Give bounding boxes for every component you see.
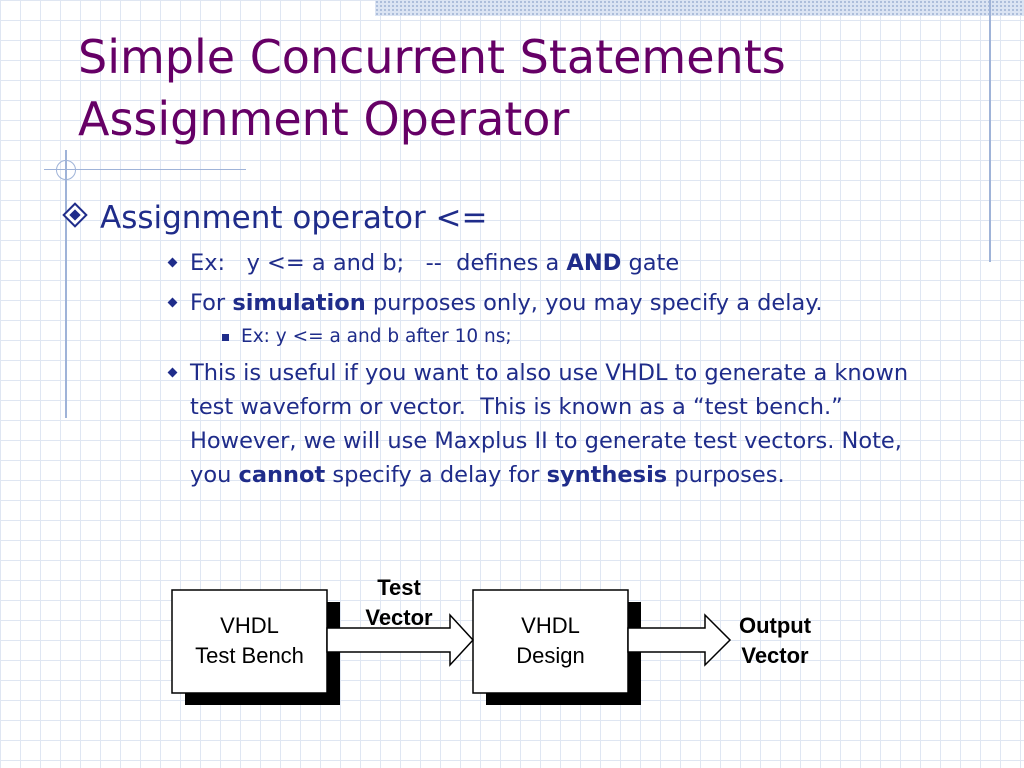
slide-body: Assignment operator <= Ex: y <= a and b;… xyxy=(62,196,1012,492)
arrow1-line-1: Test xyxy=(377,575,421,600)
slide-title: Simple Concurrent Statements Assignment … xyxy=(78,26,786,150)
box1-line-1: VHDL xyxy=(220,613,279,638)
title-line-2: Assignment Operator xyxy=(78,92,570,146)
arrow2-line-2: Vector xyxy=(741,643,809,668)
note-line-2: test waveform or vector. This is known a… xyxy=(190,394,843,420)
left-guide-line xyxy=(65,150,67,418)
bullet-text: Ex: y <= a and b; -- defines a xyxy=(190,250,567,276)
bullet-example: Ex: y <= a and b; -- defines a AND gate xyxy=(62,246,1012,280)
bold-text: simulation xyxy=(232,290,366,316)
arrow1-label: Test Vector xyxy=(340,573,458,633)
title-line-1: Simple Concurrent Statements xyxy=(78,30,786,84)
box-vhdl-design xyxy=(472,589,629,694)
arrow-output-vector xyxy=(627,613,732,667)
note-line-1: This is useful if you want to also use V… xyxy=(190,360,909,386)
bold-text: cannot xyxy=(238,462,326,488)
box-vhdl-test-bench xyxy=(171,589,328,694)
bullet-text: For xyxy=(190,290,233,316)
bullet-text: Ex: y <= a and b after 10 ns; xyxy=(241,326,512,347)
box2-line-2: Design xyxy=(516,643,585,668)
arrow1-line-2: Vector xyxy=(365,605,433,630)
bullet-text: Assignment operator <= xyxy=(100,200,488,236)
bullet-text: purposes only, you may specify a delay. xyxy=(365,290,823,316)
box1-label: VHDL Test Bench xyxy=(172,611,327,671)
bold-text: AND xyxy=(566,250,622,276)
bullet-text: purposes. xyxy=(667,462,785,488)
bullet-sim-example: Ex: y <= a and b after 10 ns; xyxy=(62,322,1012,352)
arrow-test-vector xyxy=(326,613,475,667)
bullet-text: you xyxy=(190,462,239,488)
bold-text: synthesis xyxy=(546,462,668,488)
bullet-test-bench-note: This is useful if you want to also use V… xyxy=(62,356,1012,492)
box2-line-1: VHDL xyxy=(521,613,580,638)
bullet-text: specify a delay for xyxy=(325,462,547,488)
box2-label: VHDL Design xyxy=(473,611,628,671)
square-bullet-icon xyxy=(222,334,229,341)
bullet-text: gate xyxy=(621,250,680,276)
arrow2-line-1: Output xyxy=(738,613,812,638)
note-line-3: However, we will use Maxplus II to gener… xyxy=(190,428,902,454)
note-line-4: you cannot specify a delay for synthesis… xyxy=(190,458,1012,492)
crosshair-decoration xyxy=(56,160,76,180)
box1-line-2: Test Bench xyxy=(195,643,304,668)
right-guide-line xyxy=(989,0,991,262)
header-band xyxy=(375,0,1024,16)
bullet-simulation: For simulation purposes only, you may sp… xyxy=(62,286,1012,320)
title-underline xyxy=(44,169,246,170)
arrow2-label: Output Vector xyxy=(722,611,828,671)
bullet-assignment-operator: Assignment operator <= xyxy=(62,196,1012,240)
